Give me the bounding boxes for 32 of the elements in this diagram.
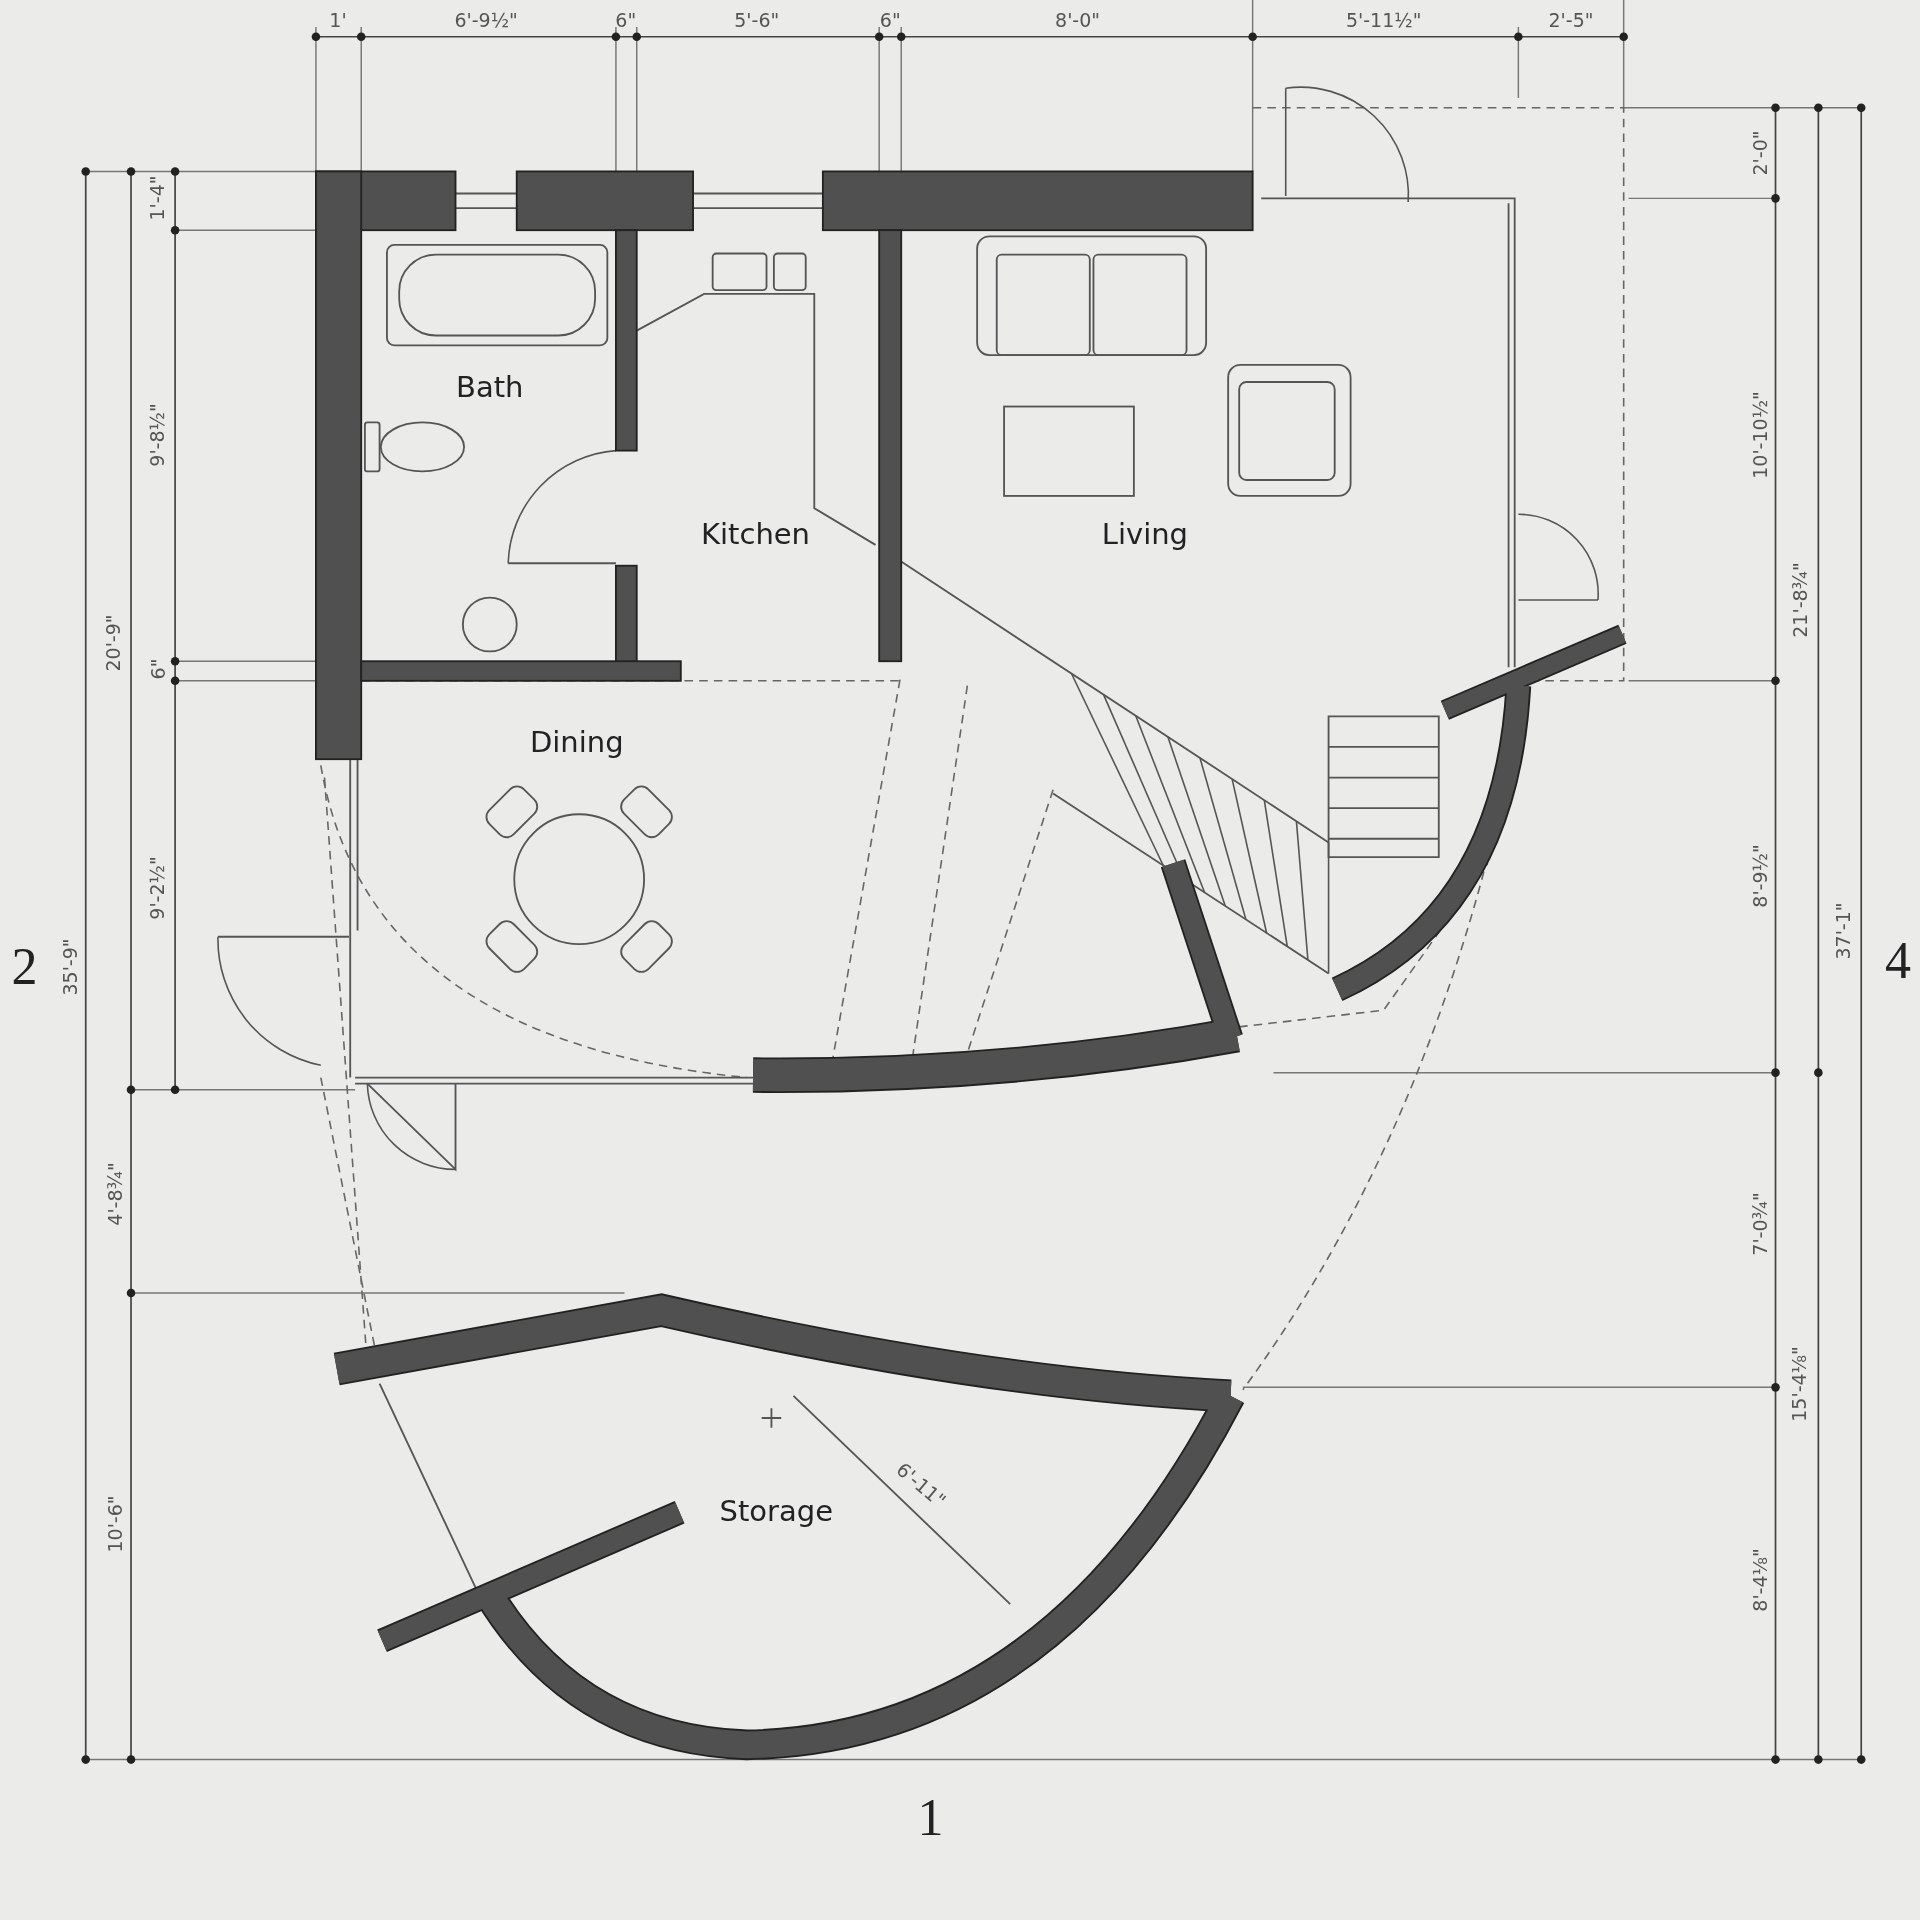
dimension-label: 20'-9" <box>103 614 123 672</box>
dimension-label: 1'-4" <box>147 175 167 221</box>
dimension-label: 15'-4⅛" <box>1789 1345 1809 1422</box>
dimension-label: 5'-11½" <box>1345 10 1422 30</box>
dimension-label: 5'-6" <box>734 10 780 30</box>
elevation-number: 4 <box>1884 935 1911 988</box>
dimension-label: 37'-1" <box>1833 902 1853 960</box>
dimension-label: 8'-9½" <box>1750 843 1770 908</box>
room-label: Storage <box>719 1496 834 1526</box>
dimension-label: 9'-2½" <box>147 856 167 920</box>
dimension-label: 6'-9½" <box>454 10 518 30</box>
dimension-label: 8'-0" <box>1055 10 1101 30</box>
dimension-label: 9'-8½" <box>147 403 167 467</box>
room-label: Kitchen <box>701 519 810 549</box>
elevation-number: 1 <box>917 1792 944 1845</box>
dimension-label: 21'-8¾" <box>1790 562 1810 638</box>
dimension-label: 10'-10½" <box>1750 390 1770 479</box>
dimension-label: 7'-0¾" <box>1750 1192 1770 1257</box>
dimension-label: 6" <box>615 10 637 30</box>
dimension-label: 6" <box>148 658 168 679</box>
dimension-label: 35'-9" <box>60 938 80 996</box>
dimension-label: 4'-8¾" <box>105 1162 125 1226</box>
room-label: Living <box>1101 519 1188 549</box>
dimension-label: 8'-4⅛" <box>1750 1547 1770 1612</box>
dimension-label: 1' <box>329 10 347 30</box>
room-label: Dining <box>529 727 624 757</box>
elevation-number: 2 <box>11 941 38 994</box>
dimension-label: 10'-6" <box>105 1495 125 1554</box>
dimension-label: 2'-0" <box>1750 130 1770 176</box>
dimension-label: 6" <box>879 10 901 30</box>
dimension-label: 2'-5" <box>1548 10 1594 30</box>
room-label: Bath <box>456 372 524 402</box>
